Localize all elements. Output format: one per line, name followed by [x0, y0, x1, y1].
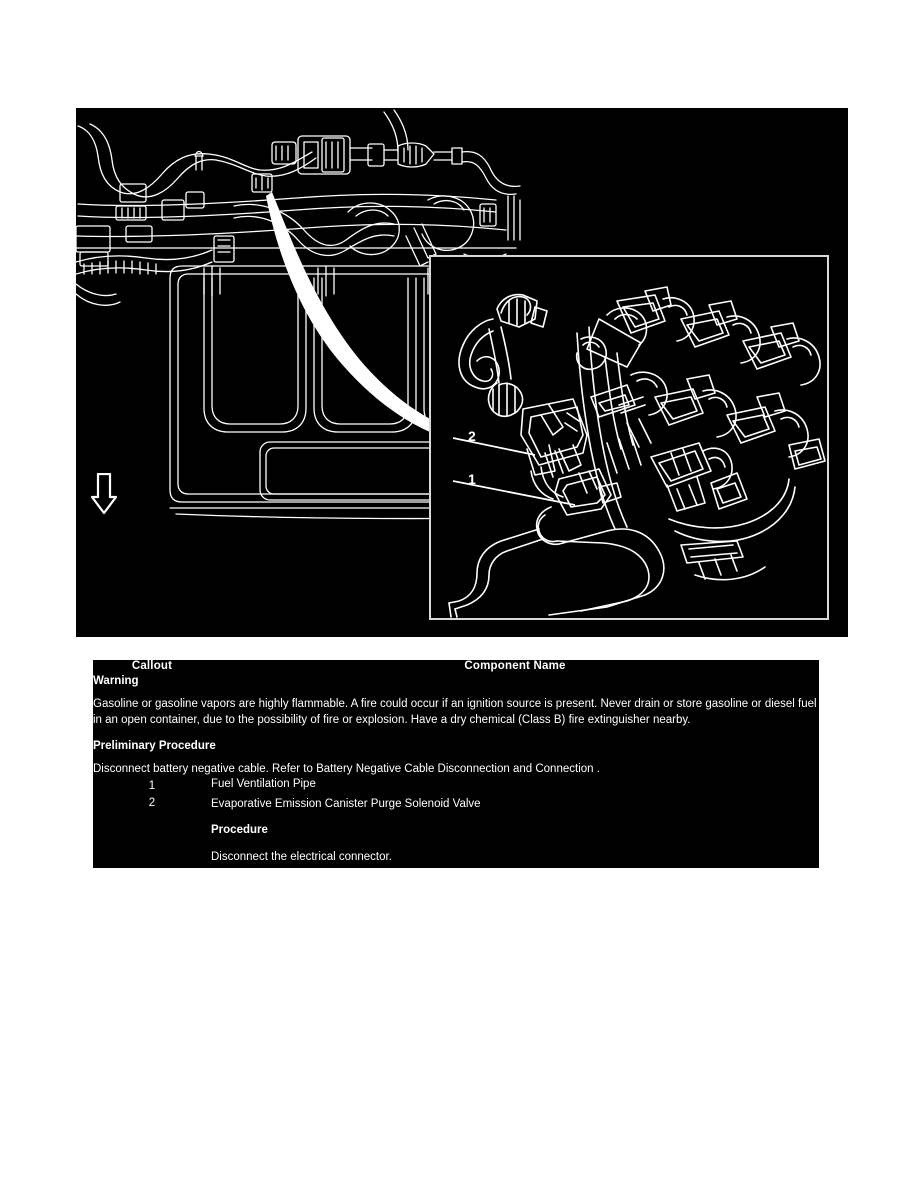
callout-label-2: 2 [468, 428, 476, 444]
purge-valve-detail-art [448, 286, 826, 618]
table-header-row: Callout Component Name [93, 660, 819, 672]
warning-text: Gasoline or gasoline vapors are highly f… [93, 698, 817, 726]
row-procedure-title: Procedure [211, 823, 268, 836]
notes-cell: Warning Gasoline or gasoline vapors are … [93, 672, 819, 780]
row-procedure-text: Disconnect the electrical connector. [211, 850, 392, 863]
callout-label-1: 1 [468, 471, 476, 487]
table-row: 1 Fuel Ventilation Pipe [93, 777, 819, 797]
row-component-cell: Fuel Ventilation Pipe [211, 777, 819, 797]
notes-row: Warning Gasoline or gasoline vapors are … [93, 672, 819, 780]
preliminary-text: Disconnect battery negative cable. Refer… [93, 763, 600, 776]
component-table: Callout Component Name Warning Gasoline … [90, 657, 822, 871]
figure-illustration: 2 1 [76, 108, 848, 637]
row-component-name: Evaporative Emission Canister Purge Sole… [211, 797, 481, 810]
row-component-cell: Evaporative Emission Canister Purge Sole… [211, 797, 819, 868]
row-callout-number: 2 [148, 796, 156, 809]
header-callout: Callout [131, 660, 173, 672]
preliminary-title: Preliminary Procedure [93, 740, 216, 753]
warning-title: Warning [93, 675, 139, 687]
row-component-name: Fuel Ventilation Pipe [211, 777, 316, 790]
detail-inset-panel [429, 255, 829, 620]
header-component-name: Component Name [464, 660, 566, 672]
table-row: 2 Evaporative Emission Canister Purge So… [93, 797, 819, 868]
row-callout-number: 1 [148, 779, 156, 792]
orientation-down-arrow [90, 473, 118, 515]
